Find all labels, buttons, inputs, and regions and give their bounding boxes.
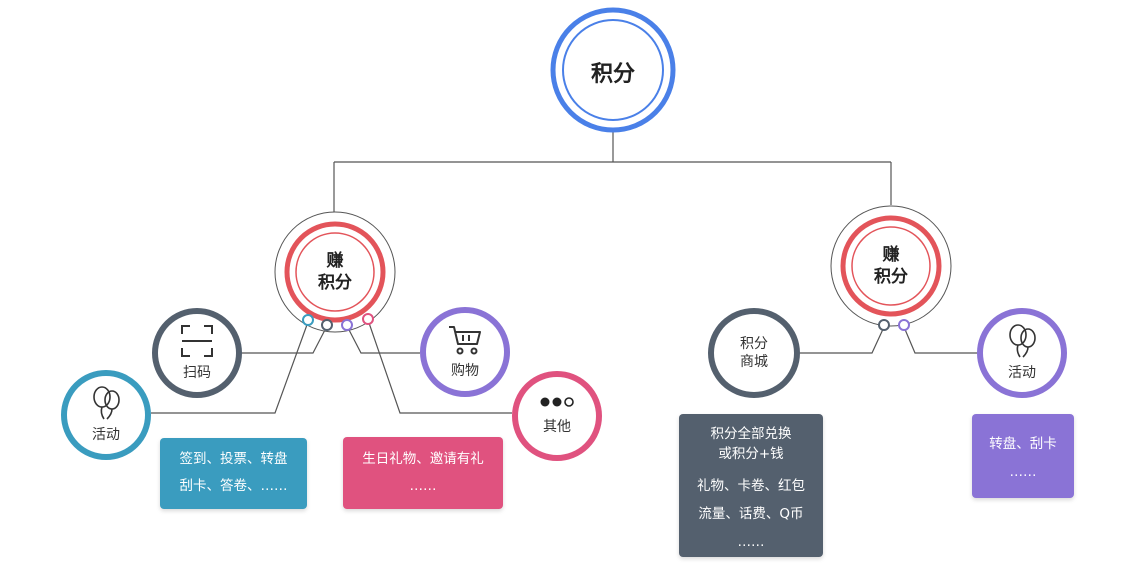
spend-activity-connector xyxy=(903,326,977,354)
spend-activity-detail-line2: …… xyxy=(1009,464,1037,480)
activity-label: 活动 xyxy=(92,427,120,443)
scan-node[interactable]: 扫码 xyxy=(152,308,242,398)
other-detail-line1: 生日礼物、邀请有礼 xyxy=(362,451,484,467)
spend-activity-node[interactable]: 活动 xyxy=(977,308,1067,398)
balloon-icon xyxy=(93,386,120,420)
mall-detail-line5: …… xyxy=(737,534,765,550)
scan-connector xyxy=(240,325,328,354)
scan-label: 扫码 xyxy=(183,365,211,381)
spend-activity-label: 活动 xyxy=(1008,365,1036,381)
activity-detail-box: 签到、投票、转盘 刮卡、答卷、…… xyxy=(160,438,307,509)
other-detail-line2: …… xyxy=(409,478,437,494)
mall-node[interactable]: 积分 商城 xyxy=(708,308,800,398)
mall-detail-line2: 或积分+钱 xyxy=(718,446,784,462)
scan-dot xyxy=(321,319,333,331)
balloon-icon xyxy=(1009,324,1036,358)
shop-node[interactable]: 购物 xyxy=(420,307,510,397)
other-detail-box: 生日礼物、邀请有礼 …… xyxy=(343,437,503,509)
other-dot xyxy=(362,313,374,325)
mall-connector xyxy=(800,326,885,354)
activity-connector xyxy=(151,321,309,414)
root-title: 积分 xyxy=(590,62,635,87)
mall-dot xyxy=(878,319,890,331)
other-connector xyxy=(367,319,512,414)
spend-activity-dot xyxy=(898,319,910,331)
shop-dot xyxy=(341,319,353,331)
activity-node[interactable]: 活动 xyxy=(61,370,151,460)
mall-label-line1: 积分 xyxy=(740,336,768,352)
other-label: 其他 xyxy=(543,419,571,435)
mall-label-line2: 商城 xyxy=(740,354,768,370)
mall-detail-line1: 积分全部兑换 xyxy=(710,426,792,442)
shop-connector xyxy=(346,325,420,354)
activity-dot xyxy=(302,314,314,326)
spend-node xyxy=(830,205,952,327)
mall-detail-box: 积分全部兑换 或积分+钱 礼物、卡卷、红包 流量、话费、Q币 …… xyxy=(679,414,823,557)
spend-activity-detail-line1: 转盘、刮卡 xyxy=(989,436,1057,452)
mall-detail-line3: 礼物、卡卷、红包 xyxy=(697,478,805,494)
mall-detail-line4: 流量、话费、Q币 xyxy=(698,506,804,522)
cart-icon xyxy=(449,326,481,355)
activity-detail-line1: 签到、投票、转盘 xyxy=(179,451,288,467)
spend-node-title: 赚 积分 xyxy=(874,245,908,287)
shop-label: 购物 xyxy=(451,363,479,379)
earn-node-title: 赚 积分 xyxy=(318,251,352,293)
more-dots-icon xyxy=(540,397,574,407)
root-node xyxy=(550,7,676,133)
scan-icon xyxy=(181,325,213,357)
other-node[interactable]: 其他 xyxy=(512,371,602,461)
spend-activity-detail-box: 转盘、刮卡 …… xyxy=(972,414,1074,498)
activity-detail-line2: 刮卡、答卷、…… xyxy=(179,478,288,494)
earn-node xyxy=(274,211,396,333)
